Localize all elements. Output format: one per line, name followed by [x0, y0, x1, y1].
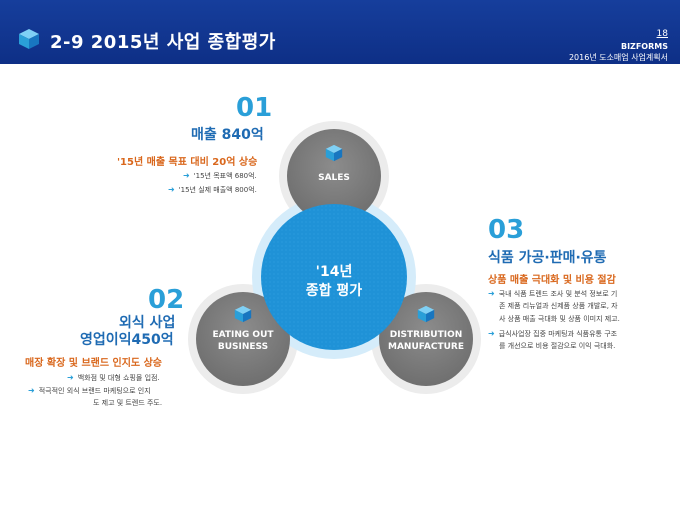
sales-circle: [287, 129, 381, 223]
arrow-right-icon: ➜: [67, 373, 74, 382]
arrow-right-icon: ➜: [168, 185, 175, 194]
section1-bullet: ➜'15년 실제 매출액 800억.: [168, 185, 257, 194]
section3-bullet: ➜국내 식품 트렌드 조사 및 분석 정보로 기: [488, 289, 618, 298]
arrow-right-icon: ➜: [488, 329, 495, 338]
section1-subheading: '15년 매출 목표 대비 20억 상승: [117, 157, 258, 168]
section2-bullet-continuation: 도 제고 및 트렌드 주도.: [93, 399, 163, 407]
cube-icon: [19, 29, 39, 49]
document-title: 2016년 도소매업 사업계획서: [568, 53, 668, 62]
section2-subheading: 매장 확장 및 브랜드 인지도 상승: [25, 358, 163, 369]
page-number: 18: [656, 29, 668, 39]
center-circle-texture: [261, 204, 407, 350]
center-label-line2: 종합 평가: [305, 283, 363, 299]
section3-bullet-continuation: 를 개선으로 비용 절감으로 이익 극대화.: [499, 342, 616, 350]
section3-bullet-continuation: 사 상품 매출 극대화 및 상품 이미지 제고.: [499, 315, 620, 323]
section2-bullet: ➜적극적인 외식 브랜드 마케팅으로 인지: [28, 386, 151, 395]
section2-heading2: 영업이익450억: [80, 332, 174, 348]
section2-bullet: ➜백화점 및 대형 쇼핑몰 입점.: [67, 373, 160, 382]
section1-bullet: ➜'15년 목표액 680억.: [183, 171, 257, 180]
arrow-right-icon: ➜: [488, 289, 495, 298]
section1-number: 01: [236, 93, 273, 123]
eating-out-label-line1: EATING OUT: [212, 330, 274, 340]
cube-icon: [234, 305, 252, 323]
eating-out-label-line2: BUSINESS: [217, 342, 269, 352]
distribution-label-line1: DISTRIBUTION: [389, 330, 463, 340]
header-bar: 2-9 2015년 사업 종합평가 18 BIZFORMS 2016년 도소매업…: [0, 0, 680, 64]
section1-heading: 매출 840억: [191, 127, 264, 143]
arrow-right-icon: ➜: [28, 386, 35, 395]
section2-number: 02: [148, 285, 185, 315]
section3-number: 03: [488, 215, 525, 245]
page-title: 2-9 2015년 사업 종합평가: [50, 32, 276, 53]
distribution-label-line2: MANUFACTURE: [388, 342, 464, 352]
section3-bullet: ➜급식사업장 집중 마케팅과 식품유통 구조: [488, 329, 618, 338]
section2-heading1: 외식 사업: [119, 315, 176, 331]
cube-icon: [417, 305, 435, 323]
arrow-right-icon: ➜: [183, 171, 190, 180]
sales-label: SALES: [318, 173, 350, 183]
section3-subheading: 상품 매출 극대화 및 비용 절감: [488, 275, 616, 286]
brand-label: BIZFORMS: [620, 42, 668, 51]
section3-heading: 식품 가공·판매·유통: [488, 250, 607, 266]
cube-icon: [325, 144, 343, 162]
section3-bullet-continuation: 존 제품 리뉴얼과 신제품 상품 개발로, 자: [499, 302, 618, 310]
distribution-circle: [379, 292, 473, 386]
eating-out-circle: [196, 292, 290, 386]
center-label-line1: '14년: [315, 264, 353, 280]
